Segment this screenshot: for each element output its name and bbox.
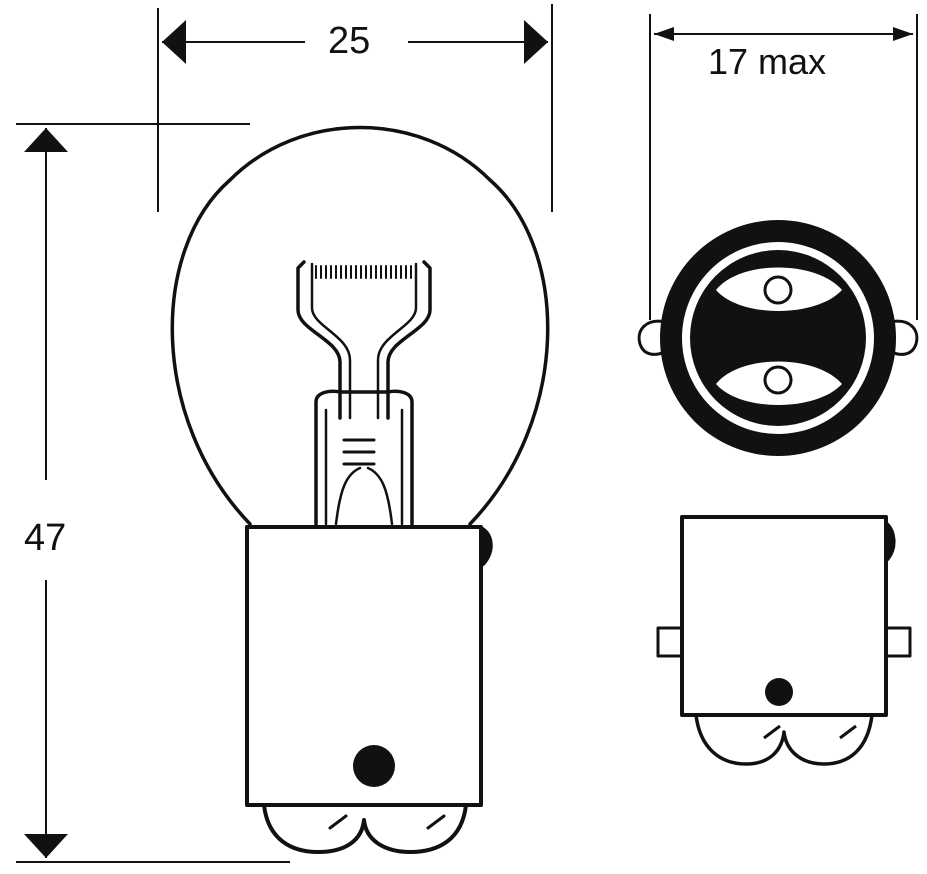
- dimension-width: [157, 4, 553, 212]
- dimension-height-label: 47: [24, 513, 67, 563]
- support-wire-right: [386, 260, 432, 420]
- filament-coil: [315, 265, 412, 279]
- solder-contacts: [262, 803, 468, 854]
- base-pin-dot: [353, 745, 395, 787]
- bulb-side-view: [170, 125, 550, 854]
- glass-stem: [314, 389, 414, 526]
- glass-envelope: [170, 125, 550, 526]
- base-side-pin-dot: [765, 678, 793, 706]
- base-lug: [480, 526, 493, 567]
- bulb-bottom-view: [637, 220, 919, 456]
- dimension-height: [16, 123, 290, 863]
- metal-base: [245, 525, 483, 807]
- dimension-max-width: [649, 14, 918, 320]
- base-side-view: [656, 515, 912, 766]
- support-wire-left: [296, 260, 342, 420]
- dimension-width-label: 25: [328, 20, 371, 62]
- dimension-max-width-label: 17 max: [708, 41, 827, 82]
